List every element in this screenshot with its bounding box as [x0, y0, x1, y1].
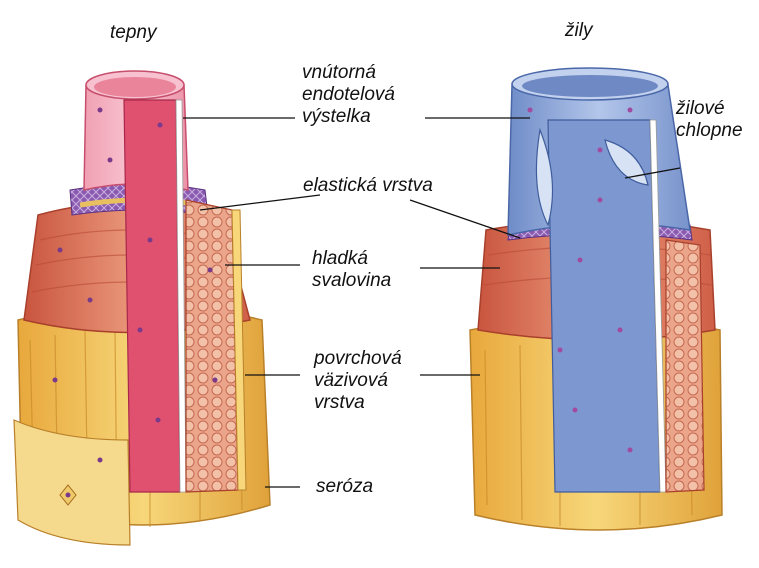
label-elastic: elastická vrstva	[303, 175, 433, 197]
label-endothelium-line-1: vnútorná	[302, 62, 395, 84]
artery-title: tepny	[110, 22, 156, 44]
label-serosa: seróza	[316, 476, 373, 498]
artery-illustration	[14, 71, 270, 545]
label-smooth-muscle-line-2: svalovina	[312, 270, 391, 292]
artery-lumen	[124, 100, 180, 492]
label-valves-line-1: žilové	[676, 98, 743, 120]
vein-title: žily	[565, 20, 592, 42]
label-fibrous-line-3: vrstva	[314, 392, 402, 414]
label-endothelium-line-3: výstelka	[302, 106, 395, 128]
label-smooth-muscle-line-1: hladká	[312, 248, 391, 270]
label-valves-line-2: chlopne	[676, 120, 743, 142]
label-fibrous-line-1: povrchová	[314, 348, 402, 370]
label-fibrous: povrchová väzivová vrstva	[314, 348, 402, 414]
label-smooth-muscle: hladká svalovina	[312, 248, 391, 292]
label-valves: žilové chlopne	[676, 98, 743, 142]
label-endothelium: vnútorná endotelová výstelka	[302, 62, 395, 128]
label-endothelium-line-2: endotelová	[302, 84, 395, 106]
label-fibrous-line-2: väzivová	[314, 370, 402, 392]
